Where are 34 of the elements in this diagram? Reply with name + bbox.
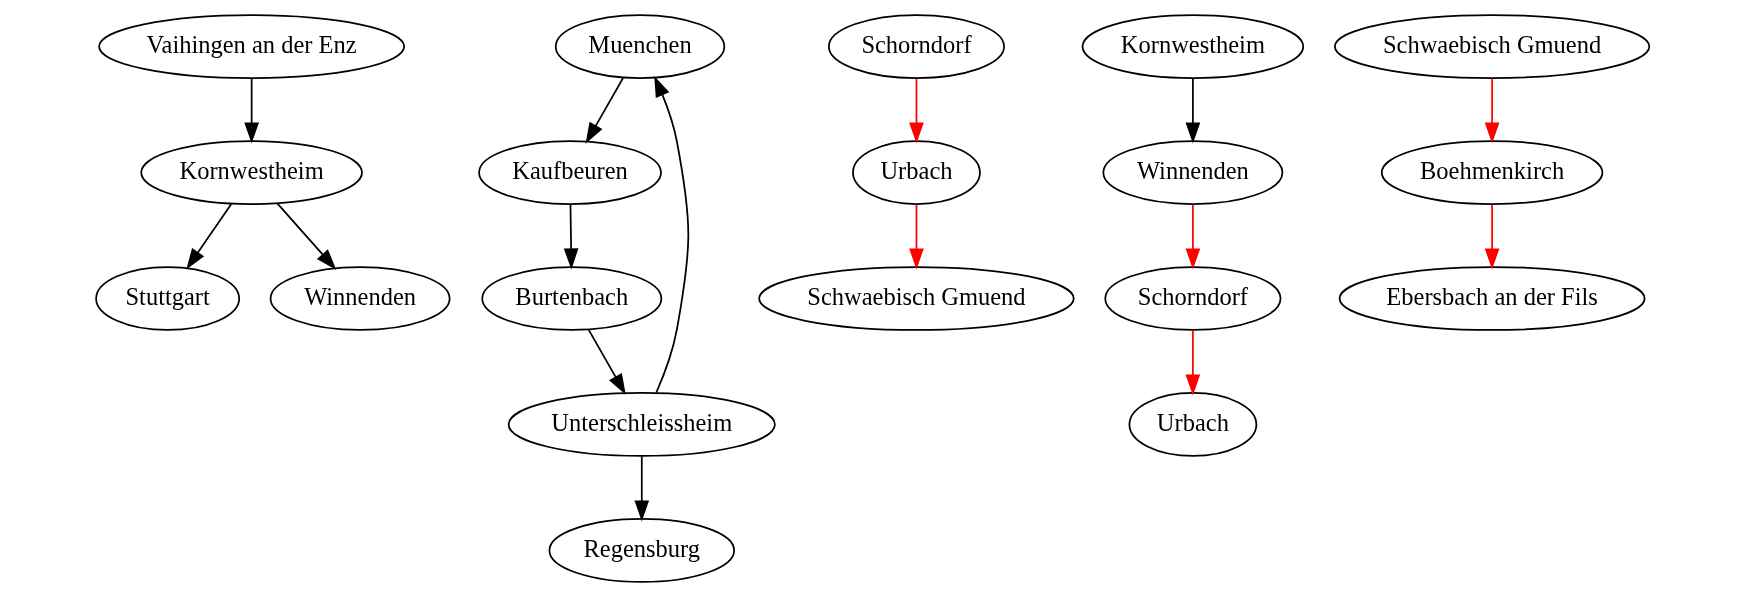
node-ellipse: Vaihingen an der Enz	[97, 14, 405, 79]
node-ellipse: Schwaebisch Gmuend	[1333, 14, 1650, 79]
node-ellipse: Winnenden	[269, 266, 451, 331]
node-ellipse: Schwaebisch Gmuend	[757, 266, 1075, 331]
arrow	[1185, 77, 1200, 144]
node-ellipse: Kornwestheim	[1081, 14, 1304, 79]
node-ellipse: Kornwestheim	[139, 140, 363, 205]
node-ellipse: Boehmenkirch	[1380, 140, 1603, 205]
node-ellipse: Muenchen	[554, 14, 725, 79]
arrow	[185, 203, 232, 270]
node-ellipse: Schorndorf	[827, 14, 1005, 79]
arrow	[633, 455, 649, 522]
arrow	[1185, 329, 1200, 396]
arrow	[563, 203, 578, 270]
arrow	[585, 77, 624, 144]
node-ellipse: Regensburg	[548, 518, 735, 583]
node-ellipse: Urbach	[851, 140, 981, 205]
arrow	[653, 75, 689, 394]
node-ellipse: Ebersbach an der Fils	[1338, 266, 1645, 331]
node-ellipse: Kaufbeuren	[477, 140, 662, 205]
node-ellipse: Unterschleissheim	[507, 392, 776, 457]
arrow	[1484, 77, 1499, 144]
node-ellipse: Stuttgart	[94, 266, 240, 331]
arrow	[587, 329, 626, 395]
node-ellipse: Urbach	[1128, 392, 1257, 457]
arrow	[908, 77, 924, 144]
arrow	[908, 203, 924, 270]
arrow	[275, 202, 336, 270]
node-ellipse: Burtenbach	[480, 266, 662, 331]
arrow	[243, 77, 259, 144]
node-ellipse: Schorndorf	[1103, 266, 1281, 331]
node-ellipse: Winnenden	[1101, 140, 1283, 205]
arrow	[1484, 203, 1499, 270]
arrow	[1185, 203, 1200, 270]
